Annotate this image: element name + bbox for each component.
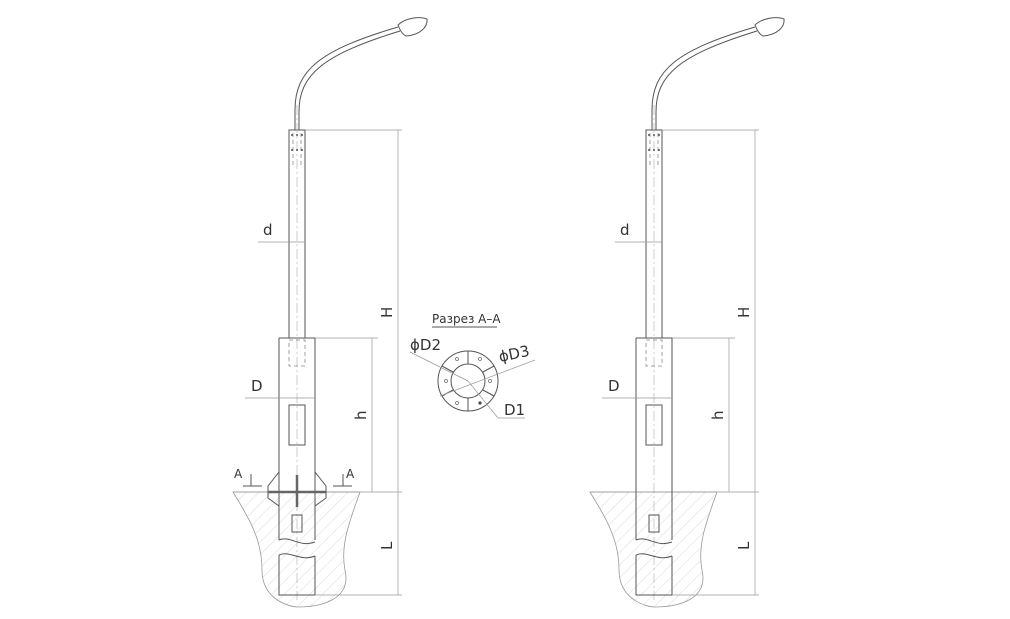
dim-H: H (735, 307, 753, 318)
section-a-a: Разрез А–А ϕD2 ϕD3 D1 (409, 312, 536, 419)
dim-d2: ϕD2 (410, 336, 441, 354)
base-flange (267, 470, 327, 507)
dim-D: D (608, 377, 620, 395)
dim-d3: ϕD3 (497, 342, 531, 366)
dim-d1: D1 (504, 401, 525, 419)
section-mark-right: A (346, 467, 355, 481)
dim-L: L (378, 541, 396, 550)
dim-d: d (263, 221, 273, 239)
dim-H: H (378, 307, 396, 318)
section-title: Разрез А–А (432, 312, 501, 326)
section-mark-left: A (234, 467, 243, 481)
dim-h: h (352, 410, 370, 420)
pole-right: d D H h L (589, 17, 785, 608)
dim-d: d (620, 221, 630, 239)
dim-L: L (735, 541, 753, 550)
dim-D: D (251, 377, 263, 395)
dim-h: h (709, 410, 727, 420)
pole-left: A A d D H h L (232, 17, 428, 608)
